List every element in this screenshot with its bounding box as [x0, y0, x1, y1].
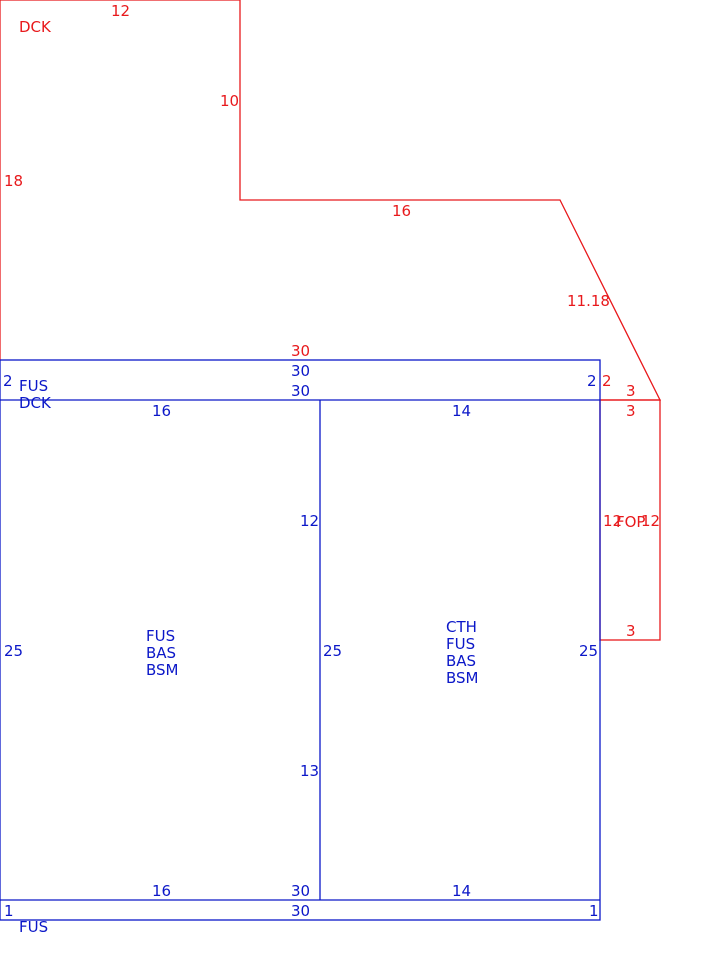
deck-dim-inner-horizontal: 16 — [392, 202, 411, 220]
strip-top-label-2: DCK — [19, 394, 52, 412]
room-right-label-1: CTH — [446, 618, 477, 636]
room-right-label-2: FUS — [446, 635, 475, 653]
room-right-dim-top: 14 — [452, 402, 471, 420]
room-right-dim-right: 25 — [579, 642, 598, 660]
porch-dim-left: 12 — [603, 512, 622, 530]
porch-area: FOP 3 3 12 12 3 — [599, 382, 661, 641]
room-left-label-3: BSM — [146, 661, 179, 679]
deck-dim-bottom: 30 — [291, 342, 310, 360]
deck-dim-diagonal: 11.18 — [567, 292, 610, 310]
strip-bottom-dim-right: 1 — [589, 902, 599, 920]
strip-top-label-1: FUS — [19, 377, 48, 395]
porch-dim-right: 12 — [641, 512, 660, 530]
porch-dim-bottom: 3 — [626, 622, 636, 640]
room-left-dim-top: 16 — [152, 402, 171, 420]
room-right-dim-bottom: 14 — [452, 882, 471, 900]
strip-top-dim-right: 2 — [587, 372, 597, 390]
strip-bottom-label: FUS — [19, 918, 48, 936]
deck-outline — [0, 0, 662, 401]
room-left-dim-left: 25 — [4, 642, 23, 660]
bottom-dim-center-top: 30 — [291, 882, 310, 900]
strip-top-dim-left: 2 — [3, 372, 13, 390]
deck-dim-inner-vertical: 10 — [220, 92, 239, 110]
strip-top-dim-top: 30 — [291, 362, 310, 380]
deck-dim-left: 18 — [4, 172, 23, 190]
room-right-dim-left: 25 — [323, 642, 342, 660]
room-right-label-3: BAS — [446, 652, 476, 670]
strip-top-dim-bottom: 30 — [291, 382, 310, 400]
room-left-label-2: BAS — [146, 644, 176, 662]
strip-bottom-dim-left: 1 — [4, 902, 14, 920]
room-left-dim-bottom: 16 — [152, 882, 171, 900]
main-outline — [0, 359, 601, 921]
room-right-label-4: BSM — [446, 669, 479, 687]
room-left-dim-right-lower: 13 — [300, 762, 319, 780]
deck-name-label: DCK — [19, 18, 52, 36]
strip-bottom-dim-bottom: 30 — [291, 902, 310, 920]
porch-name-label: FOP — [616, 513, 645, 531]
deck-dim-top: 12 — [111, 2, 130, 20]
deck-area: DCK 12 18 10 16 11.18 30 2 — [0, 0, 662, 401]
porch-dim-top-outer: 3 — [626, 382, 636, 400]
room-left-label-1: FUS — [146, 627, 175, 645]
porch-dim-top-inner: 3 — [626, 402, 636, 420]
main-structure: 30 30 2 2 FUS DCK 16 25 12 13 16 FUS BAS… — [0, 359, 601, 936]
deck-dim-right: 2 — [602, 372, 612, 390]
room-left-dim-right-upper: 12 — [300, 512, 319, 530]
